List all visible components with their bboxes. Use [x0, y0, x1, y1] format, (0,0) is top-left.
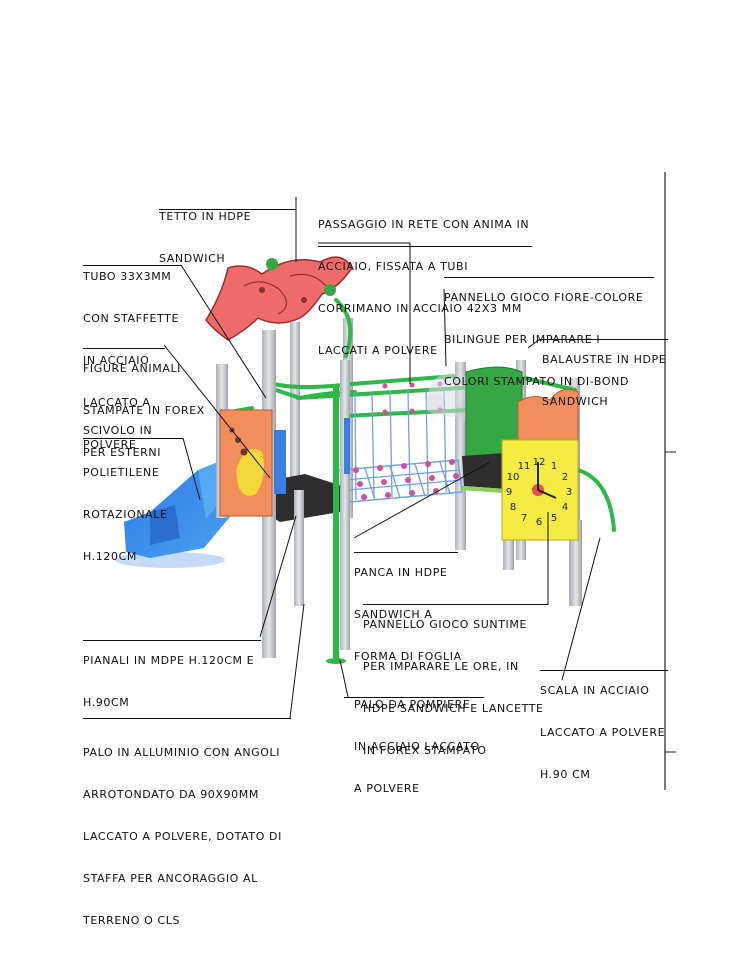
roof: [205, 256, 353, 341]
dimension-rule: [664, 172, 676, 790]
clock-number: 5: [551, 513, 557, 524]
blue-bracket: [274, 430, 286, 494]
clock-number: 8: [510, 502, 516, 513]
label-palo-alluminio: PALO IN ALLUMINIO CON ANGOLI ARROTONDATO…: [83, 746, 282, 927]
clock-number: 2: [562, 472, 568, 483]
clock-number: 10: [507, 472, 520, 483]
leader-lines: [163, 197, 601, 719]
clock-number: 3: [566, 487, 572, 498]
clock-number: 1: [551, 461, 557, 472]
label-balaustre: BALAUSTRE IN HDPE SANDWICH: [542, 353, 667, 408]
post: [290, 322, 300, 508]
post: [294, 490, 304, 606]
label-pianali: PIANALI IN MDPE H.120CM E H.90CM: [83, 654, 255, 709]
label-pannello-suntime: PANNELLO GIOCO SUNTIME PER IMPARARE LE O…: [363, 618, 544, 757]
animal-panel: [219, 409, 273, 517]
label-tetto: TETTO IN HDPE SANDWICH: [159, 210, 252, 265]
label-tubo: TUBO 33X3MM CON STAFFETTE IN ACCIAIO LAC…: [83, 270, 180, 451]
underline: [83, 265, 181, 266]
underline: [318, 246, 532, 247]
underline: [83, 348, 165, 349]
label-scivolo: SCIVOLO IN POLIETILENE ROTAZIONALE H.120…: [83, 424, 168, 563]
underline: [363, 604, 548, 605]
blue-bracket: [344, 418, 350, 474]
clock-panel: 101112123456789: [501, 439, 579, 541]
underline: [159, 209, 296, 210]
label-panca: PANCA IN HDPE SANDWICH A FORMA DI FOGLIA: [354, 566, 462, 663]
underline: [344, 697, 484, 698]
label-scala: SCALA IN ACCIAIO LACCATO A POLVERE H.90 …: [540, 684, 666, 781]
post: [570, 520, 582, 606]
label-passaggio: PASSAGGIO IN RETE CON ANIMA IN ACCIAIO, …: [318, 218, 530, 357]
clock-number: 6: [536, 517, 542, 528]
clock-number: 4: [562, 502, 568, 513]
clock-number: 9: [506, 487, 512, 498]
underline: [83, 640, 261, 641]
underline: [83, 718, 291, 719]
post: [340, 360, 350, 650]
underline: [354, 552, 458, 553]
label-palo-pompiere: PALO DA POMPIERE IN ACCIAIO LACCATO A PO…: [354, 698, 480, 795]
underline: [540, 339, 668, 340]
post: [455, 362, 466, 550]
underline: [540, 670, 668, 671]
clock-number: 7: [521, 513, 527, 524]
clock-number: 11: [518, 461, 531, 472]
label-pannello-fiore: PANNELLO GIOCO FIORE-COLORE BILINGUE PER…: [444, 291, 644, 388]
underline: [83, 438, 183, 439]
platform-left: [270, 474, 342, 522]
underline: [444, 277, 654, 278]
label-figure: FIGURE ANIMALI STAMPATE IN FOREX PER EST…: [83, 362, 205, 459]
